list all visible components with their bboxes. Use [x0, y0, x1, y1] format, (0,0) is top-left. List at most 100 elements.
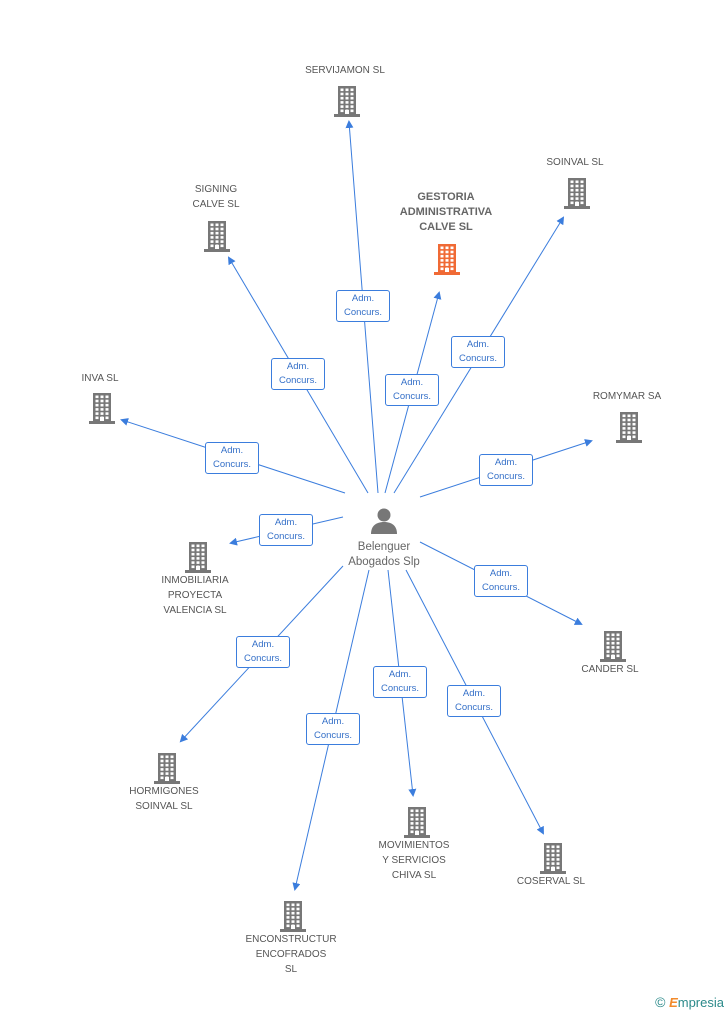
- building-icon: [204, 221, 230, 252]
- edge-label-type: Concurs.: [243, 653, 282, 664]
- person-icon: [371, 508, 397, 534]
- company-label-line: SERVIJAMON SL: [305, 65, 385, 76]
- company-node-inva[interactable]: [87, 391, 117, 430]
- building-icon: [540, 843, 566, 874]
- company-label-line: CANDER SL: [581, 664, 639, 675]
- company-label-romymar[interactable]: ROMYMAR SA: [567, 389, 687, 404]
- edge-label-role: Adm.: [462, 688, 486, 699]
- edge-label-gestoria[interactable]: Adm. Concurs.: [385, 374, 439, 406]
- company-label-line: CALVE SL: [192, 199, 240, 210]
- edge-label-type: Concurs.: [392, 391, 431, 402]
- company-label-line: MOVIMIENTOS: [378, 840, 450, 851]
- edge-label-role: Adm.: [388, 669, 412, 680]
- edge-label-role: Adm.: [286, 361, 310, 372]
- edge-label-hormigones[interactable]: Adm. Concurs.: [236, 636, 290, 668]
- edge-label-type: Concurs.: [212, 459, 251, 470]
- company-label-coserval[interactable]: COSERVAL SL: [491, 874, 611, 889]
- company-label-line: ROMYMAR SA: [592, 391, 662, 402]
- company-label-line: ADMINISTRATIVA: [399, 206, 493, 218]
- center-name-line1: Belenguer: [357, 541, 411, 553]
- company-label-cander[interactable]: CANDER SL: [550, 662, 670, 677]
- company-node-cander[interactable]: [598, 629, 628, 668]
- company-node-coserval[interactable]: [538, 841, 568, 880]
- building-icon: [89, 393, 115, 424]
- company-label-inva[interactable]: INVA SL: [40, 371, 160, 386]
- company-label-line: ENCONSTRUCTUR: [245, 934, 337, 945]
- center-person-node[interactable]: [368, 505, 400, 537]
- company-label-inmobiliaria[interactable]: INMOBILIARIA PROYECTA VALENCIA SL: [135, 573, 255, 618]
- edge-label-enconstructur[interactable]: Adm. Concurs.: [306, 713, 360, 745]
- edge-label-romymar[interactable]: Adm.Concurs.: [479, 454, 533, 486]
- company-label-line: PROYECTA: [167, 590, 223, 601]
- edge-label-type: Concurs.: [278, 375, 317, 386]
- company-node-gestoria[interactable]: [432, 242, 462, 281]
- building-icon: [185, 542, 211, 573]
- company-label-line: SL: [284, 964, 298, 975]
- building-icon: [616, 412, 642, 443]
- company-node-hormigones[interactable]: [152, 751, 182, 790]
- brand-name: mpresia: [677, 995, 724, 1010]
- company-node-signing[interactable]: [202, 219, 232, 258]
- edge-label-type: Concurs.: [266, 531, 305, 542]
- company-label-hormigones[interactable]: HORMIGONES SOINVAL SL: [104, 784, 224, 814]
- company-label-servijamon[interactable]: SERVIJAMON SL: [285, 63, 405, 78]
- edge-label-servijamon[interactable]: Adm. Concurs.: [336, 290, 390, 322]
- company-node-inmobiliaria[interactable]: [183, 540, 213, 579]
- company-label-line: SIGNING: [194, 184, 238, 195]
- company-node-soinval[interactable]: [562, 176, 592, 215]
- company-label-line: VALENCIA SL: [163, 605, 227, 616]
- company-node-enconstructur[interactable]: [278, 899, 308, 938]
- brand-initial: E: [669, 995, 678, 1010]
- edge-label-role: Adm.: [321, 716, 345, 727]
- building-icon: [564, 178, 590, 209]
- edge-label-soinval[interactable]: Adm.Concurs.: [451, 336, 505, 368]
- company-label-line: Y SERVICIOS: [382, 855, 446, 866]
- company-node-romymar[interactable]: [614, 410, 644, 449]
- footer-brand: © Empresia: [655, 994, 724, 1010]
- building-icon: [280, 901, 306, 932]
- edge-label-movimientos[interactable]: Adm. Concurs.: [373, 666, 427, 698]
- company-node-servijamon[interactable]: [332, 84, 362, 123]
- center-name-line2: Abogados Slp: [348, 556, 420, 568]
- company-label-line: SOINVAL SL: [546, 157, 604, 168]
- building-icon: [404, 807, 430, 838]
- company-label-line: GESTORIA: [417, 191, 475, 203]
- company-label-line: INMOBILIARIA: [161, 575, 229, 586]
- edge-label-inva[interactable]: Adm. Concurs.: [205, 442, 259, 474]
- company-label-gestoria[interactable]: GESTORIA ADMINISTRATIVA CALVE SL: [386, 190, 506, 235]
- edge-label-role: Adm.: [494, 457, 518, 468]
- edge-label-type: Concurs.: [380, 683, 419, 694]
- edge-label-role: Adm.: [274, 517, 298, 528]
- company-label-line: CALVE SL: [419, 221, 473, 233]
- edge-label-type: Concurs.: [481, 582, 520, 593]
- edge-label-type: Concurs.: [454, 702, 493, 713]
- company-label-line: HORMIGONES: [129, 786, 199, 797]
- edge-label-type: Concurs.: [458, 353, 497, 364]
- edge-label-role: Adm.: [400, 377, 424, 388]
- edge-label-inmobiliaria[interactable]: Adm. Concurs.: [259, 514, 313, 546]
- edge-label-type: Concurs.: [313, 730, 352, 741]
- edge-label-role: Adm.: [489, 568, 513, 579]
- company-label-soinval[interactable]: SOINVAL SL: [515, 155, 635, 170]
- edge-label-coserval[interactable]: Adm. Concurs.: [447, 685, 501, 717]
- edge-label-role: Adm.: [220, 445, 244, 456]
- copyright-icon: ©: [655, 994, 666, 1010]
- building-icon: [600, 631, 626, 662]
- company-label-line: SOINVAL SL: [135, 801, 193, 812]
- company-node-movimientos[interactable]: [402, 805, 432, 844]
- company-label-line: ENCOFRADOS: [255, 949, 327, 960]
- edge-label-signing[interactable]: Adm. Concurs.: [271, 358, 325, 390]
- edge-label-cander[interactable]: Adm. Concurs.: [474, 565, 528, 597]
- edge-label-role: Adm.: [251, 639, 275, 650]
- company-label-enconstructur[interactable]: ENCONSTRUCTUR ENCOFRADOS SL: [231, 932, 351, 977]
- center-person-label[interactable]: Belenguer Abogados Slp: [329, 540, 439, 570]
- building-icon: [154, 753, 180, 784]
- company-label-signing[interactable]: SIGNING CALVE SL: [156, 182, 276, 212]
- edge-label-role: Adm.: [351, 293, 375, 304]
- company-label-movimientos[interactable]: MOVIMIENTOS Y SERVICIOS CHIVA SL: [354, 838, 474, 883]
- building-icon: [434, 244, 460, 275]
- company-label-line: CHIVA SL: [391, 870, 437, 881]
- building-icon: [334, 86, 360, 117]
- edge-label-type: Concurs.: [343, 307, 382, 318]
